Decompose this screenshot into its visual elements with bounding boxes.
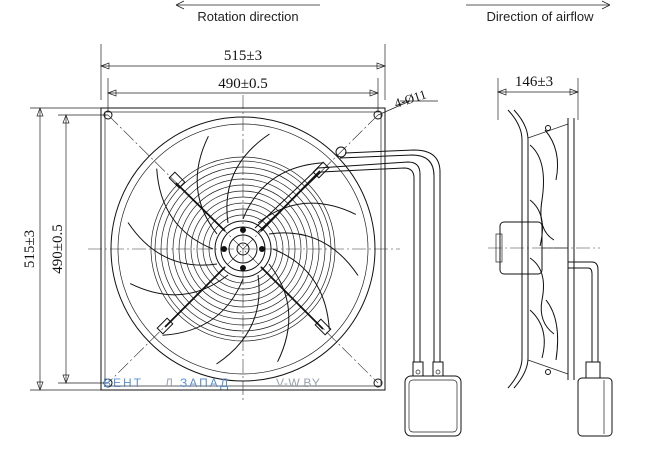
rotation-direction-group: Rotation direction	[175, 0, 320, 24]
holes-text: 4-Ø11	[392, 86, 428, 110]
junction-box-side	[577, 361, 613, 437]
dim-height-holes: 490±0.5	[50, 114, 108, 384]
airflow-direction-group: Direction of airflow	[466, 0, 611, 24]
height-overall-text: 515±3	[22, 230, 38, 268]
impeller-blade	[162, 278, 244, 336]
watermark-brand-2: ЗАПАД	[180, 376, 230, 390]
impeller-blade	[242, 162, 324, 220]
watermark: ВЕНТ Л ЗАПАД V-W.BY	[103, 376, 320, 390]
watermark-site: V-W.BY	[276, 376, 320, 390]
impeller-blade	[226, 133, 270, 224]
impeller-blade	[268, 263, 290, 363]
watermark-brand-1: ВЕНТ	[103, 376, 143, 390]
depth-text: 146±3	[515, 74, 553, 90]
impeller-blade	[216, 274, 260, 365]
impeller-blade	[127, 222, 218, 266]
front-cable	[254, 149, 441, 362]
dim-width-overall: 515±3	[100, 44, 386, 100]
holes-callout: 4-Ø11	[377, 86, 438, 116]
width-holes-text: 490±0.5	[218, 76, 267, 92]
watermark-slash: Л	[165, 376, 175, 390]
impeller-blade	[268, 232, 359, 276]
height-holes-text: 490±0.5	[50, 224, 66, 273]
impeller-blade	[196, 135, 218, 235]
dim-width-holes: 490±0.5	[107, 76, 379, 112]
mounting-holes	[103, 110, 383, 388]
airflow-direction-label: Direction of airflow	[487, 9, 595, 24]
junction-box-front	[404, 361, 462, 437]
impeller-blade	[272, 248, 330, 330]
dim-depth: 146±3	[497, 74, 579, 120]
rotation-direction-label: Rotation direction	[197, 9, 298, 24]
impeller-blade	[129, 274, 229, 296]
dim-height-overall: 515±3	[22, 107, 101, 391]
side-blades	[529, 129, 559, 361]
impeller-blade	[156, 168, 214, 250]
motor-hub	[214, 220, 272, 278]
width-overall-text: 515±3	[224, 48, 262, 64]
front-view: 515±3 490±0.5 515±3 490±0.5	[22, 44, 462, 437]
side-view: 146±3	[488, 74, 613, 437]
